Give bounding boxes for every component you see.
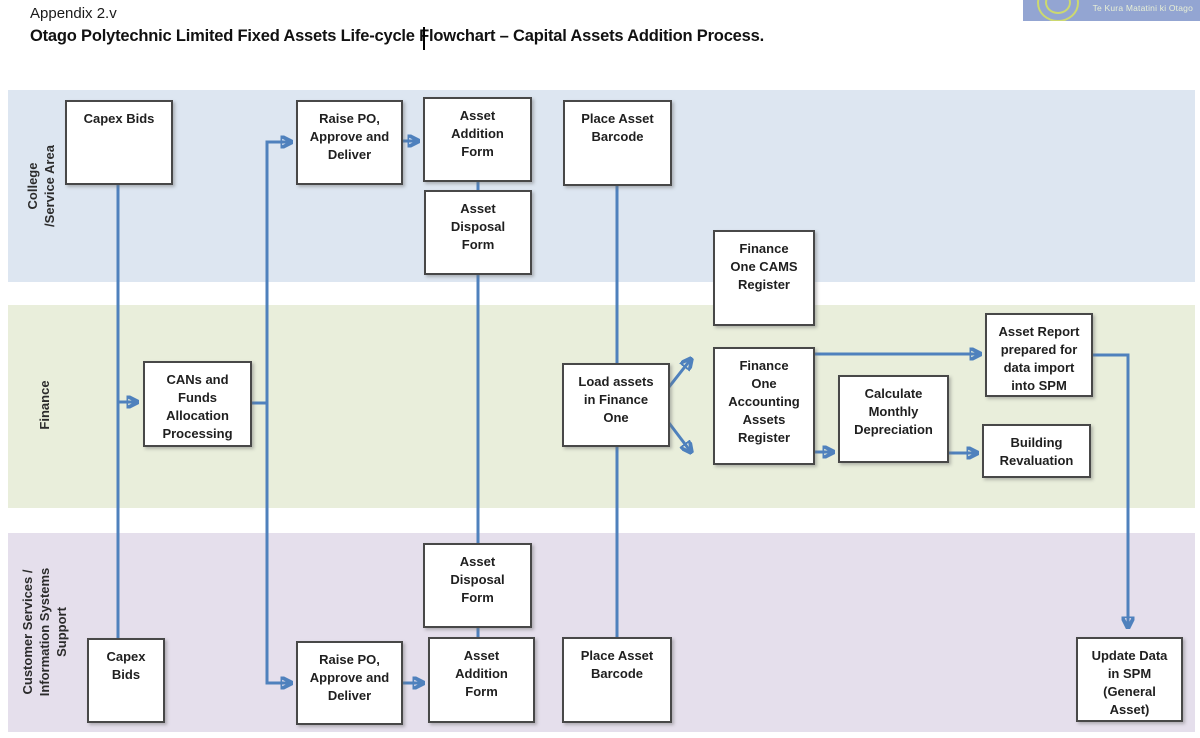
flow-node-cans-funds-processing: CANs and Funds Allocation Processing xyxy=(143,361,252,447)
flow-node-asset-disposal-top: Asset Disposal Form xyxy=(424,190,532,275)
flow-node-label: Update Data in SPM (General Asset) xyxy=(1091,648,1168,717)
flow-node-asset-report-spm: Asset Report prepared for data import in… xyxy=(985,313,1093,397)
flow-node-place-barcode-bottom: Place Asset Barcode xyxy=(562,637,672,723)
flow-node-label: Asset Report prepared for data import in… xyxy=(998,324,1080,393)
flow-node-label: Finance One CAMS Register xyxy=(730,241,798,292)
flow-node-label: Capex Bids xyxy=(83,111,155,126)
flow-node-label: CANs and Funds Allocation Processing xyxy=(162,372,233,441)
document-title: Otago Polytechnic Limited Fixed Assets L… xyxy=(30,27,764,45)
flow-node-label: Raise PO, Approve and Deliver xyxy=(309,652,390,703)
flow-node-place-barcode-top: Place Asset Barcode xyxy=(563,100,672,186)
flow-node-label: Load assets in Finance One xyxy=(578,374,654,425)
flow-node-raise-po-top: Raise PO, Approve and Deliver xyxy=(296,100,403,185)
text-cursor xyxy=(423,27,425,50)
connector-trunk-to-raise-po-bottom xyxy=(265,403,291,683)
flow-node-finance-cams-register: Finance One CAMS Register xyxy=(713,230,815,326)
flow-node-label: Place Asset Barcode xyxy=(580,648,654,681)
flow-node-label: Building Revaluation xyxy=(999,435,1074,468)
flow-node-calculate-depreciation: Calculate Monthly Depreciation xyxy=(838,375,949,463)
flow-node-label: Raise PO, Approve and Deliver xyxy=(309,111,390,162)
flow-node-raise-po-bottom: Raise PO, Approve and Deliver xyxy=(296,641,403,725)
appendix-label: Appendix 2.v xyxy=(30,5,117,22)
flow-node-label: Asset Disposal Form xyxy=(450,201,506,252)
connector-load-assets-to-cams xyxy=(667,359,691,388)
flow-node-label: Calculate Monthly Depreciation xyxy=(854,386,933,437)
flow-node-label: Place Asset Barcode xyxy=(581,111,654,144)
flow-node-capex-bids-bottom: Capex Bids xyxy=(87,638,165,723)
flow-node-label: Capex Bids xyxy=(106,649,146,682)
connector-load-assets-to-accounting xyxy=(667,422,691,452)
flow-node-load-assets-finance-one: Load assets in Finance One xyxy=(562,363,670,447)
flow-node-asset-disposal-bottom: Asset Disposal Form xyxy=(423,543,532,628)
flow-node-label: Asset Addition Form xyxy=(451,108,504,159)
flow-node-capex-bids-top: Capex Bids xyxy=(65,100,173,185)
flow-node-asset-addition-top: Asset Addition Form xyxy=(423,97,532,182)
flow-node-label: Asset Addition Form xyxy=(455,648,508,699)
flow-node-building-revaluation: Building Revaluation xyxy=(982,424,1091,478)
flow-node-label: Finance One Accounting Assets Register xyxy=(728,358,800,445)
logo-banner: Te Kura Matatini ki Otago xyxy=(1023,0,1200,21)
logo-text: Te Kura Matatini ki Otago xyxy=(1092,3,1193,13)
flow-node-label: Asset Disposal Form xyxy=(450,554,505,605)
connector-asset-report-to-update-spm xyxy=(1093,353,1128,627)
flow-node-update-data-spm: Update Data in SPM (General Asset) xyxy=(1076,637,1183,722)
connector-trunk-to-raise-po-top xyxy=(265,142,291,403)
flow-node-accounting-assets-register: Finance One Accounting Assets Register xyxy=(713,347,815,465)
flow-node-asset-addition-bottom: Asset Addition Form xyxy=(428,637,535,723)
